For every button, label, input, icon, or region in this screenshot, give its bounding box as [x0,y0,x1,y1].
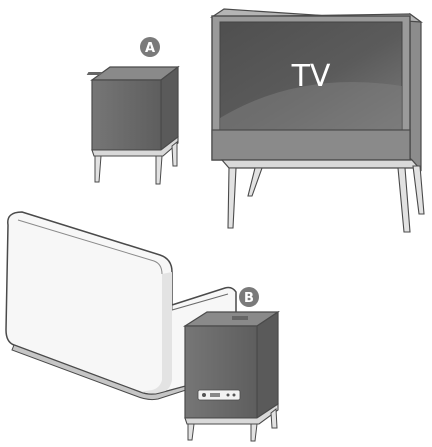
marker-b: B [239,287,259,307]
tv-leg [227,167,237,229]
rear-speaker-b [182,310,280,442]
sofa [5,211,237,401]
marker-a-label: A [145,41,155,56]
tv-leg [412,165,425,215]
marker-a: A [140,37,160,57]
rear-speaker-a [86,65,180,185]
marker-b-label: B [244,291,254,306]
tv-leg [397,167,411,233]
tv-label: TV [291,59,331,94]
connector-panel [197,389,241,401]
tv: TV [209,8,425,233]
tv-leg [247,167,263,197]
